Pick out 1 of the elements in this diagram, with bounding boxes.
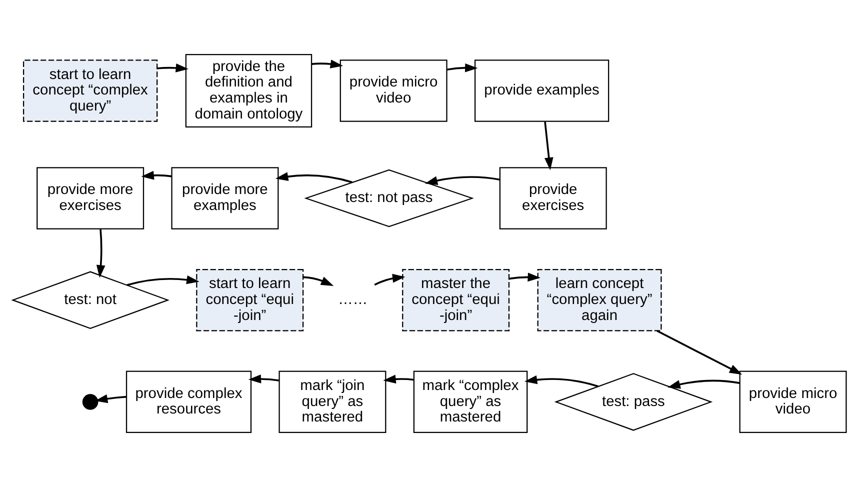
node-text: …… xyxy=(338,292,368,308)
